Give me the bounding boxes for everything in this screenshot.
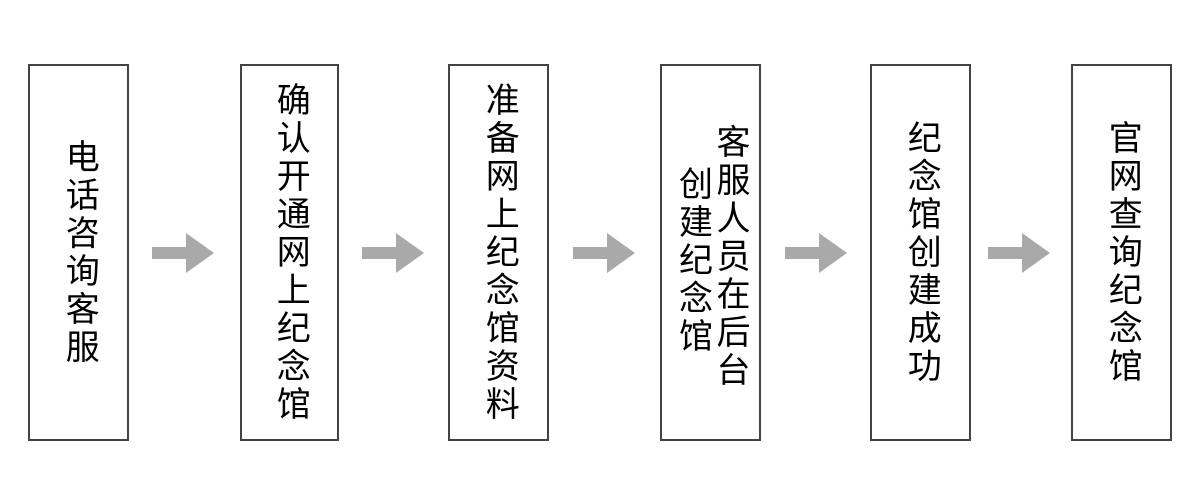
flow-arrow-4 [785,233,847,273]
flow-node-1[interactable]: 电话咨询客服 [28,64,129,441]
flow-node-4[interactable]: 客服人员在后台 创建纪念馆 [660,64,761,441]
flow-node-3[interactable]: 准备网上纪念馆资料 [448,64,549,441]
flow-arrow-3 [573,233,635,273]
flow-arrow-1 [152,233,214,273]
flow-node-2-label: 确认开通网上纪念馆 [270,81,311,424]
flow-node-3-label: 准备网上纪念馆资料 [479,81,520,424]
flow-node-2[interactable]: 确认开通网上纪念馆 [240,64,339,441]
flow-node-4-label-column-1: 客服人员在后台 [709,124,750,390]
flow-node-1-label: 电话咨询客服 [59,138,100,367]
flow-node-4-label-column-2: 创建纪念馆 [672,166,713,356]
flow-arrow-2 [362,233,424,273]
flow-node-6-label: 官网查询纪念馆 [1102,119,1143,386]
flow-node-5[interactable]: 纪念馆创建成功 [870,64,971,441]
flow-node-6[interactable]: 官网查询纪念馆 [1071,64,1172,441]
flow-arrow-5 [988,233,1050,273]
flow-node-5-label: 纪念馆创建成功 [901,119,942,386]
